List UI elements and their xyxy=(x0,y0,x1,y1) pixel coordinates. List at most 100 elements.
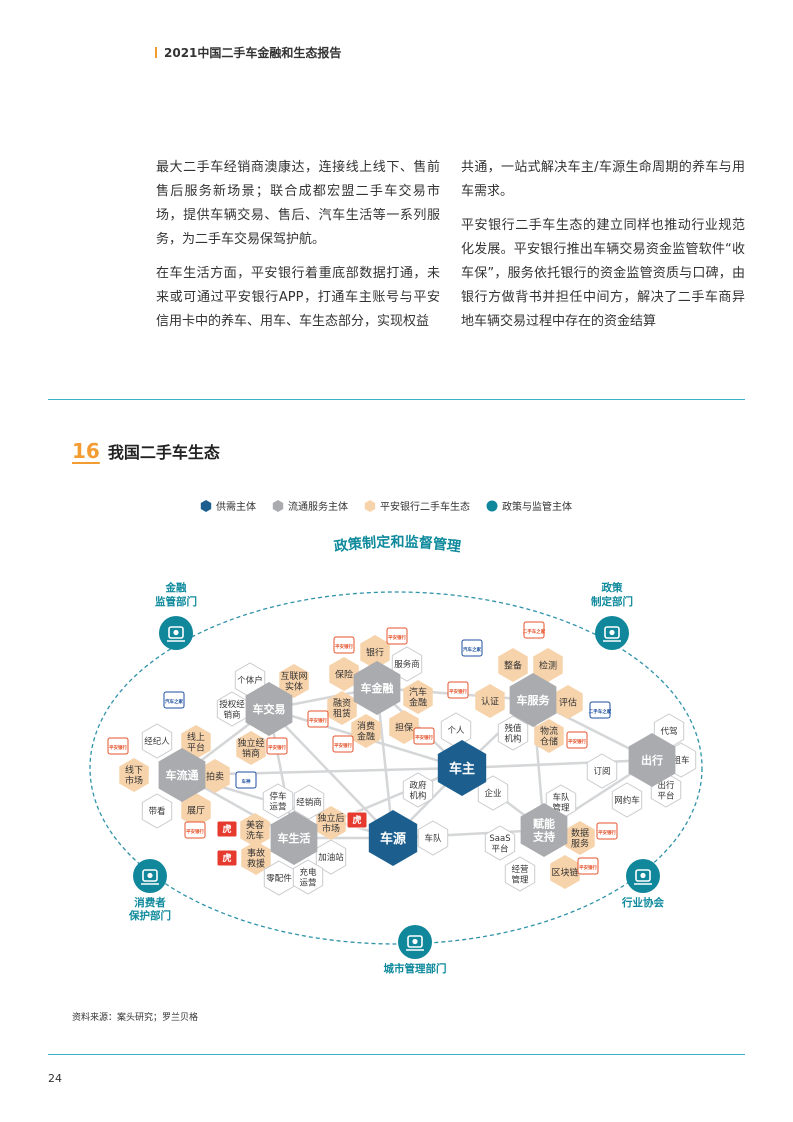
svg-text:平安银行: 平安银行 xyxy=(415,734,433,741)
node-label-line: 市场 xyxy=(322,823,340,835)
legend: 供需主体 流通服务主体 平安银行二手车生态 政策与监管主体 xyxy=(200,498,572,513)
node-label-line: 融资 xyxy=(333,698,351,709)
gray-node: 带看 xyxy=(141,793,173,829)
text-column-left: 最大二手车经销商澳康达，连接线上线下、售前售后服务新场景；联合成都宏盟二手车交易… xyxy=(156,156,440,344)
node-label-line: 汽车 xyxy=(409,686,427,698)
legend-item: 供需主体 xyxy=(200,498,256,513)
node-label-line: 美容 xyxy=(246,819,264,831)
node-label-line: 加油站 xyxy=(318,852,344,863)
authority-label: 行业协会 xyxy=(621,896,664,909)
arc-title: 政策制定和监督管理 xyxy=(333,533,462,555)
node-label-line: 数据 xyxy=(571,827,589,839)
finance-icon xyxy=(167,626,185,642)
node-label-line: 线下 xyxy=(125,764,143,776)
node-label-line: 授权经 xyxy=(219,699,245,710)
logo-badge-icon: 平安银行 xyxy=(266,737,288,755)
legend-item: 政策与监管主体 xyxy=(486,498,572,513)
peach-node: 检测 xyxy=(533,648,563,682)
node-label-line: 平台 xyxy=(491,843,508,854)
node-label-line: 线上 xyxy=(187,731,205,743)
node-label-line: 充电 xyxy=(299,867,317,878)
node-label-line: 机构 xyxy=(504,733,521,744)
paragraph: 平安银行二手车生态的建立同样也推动行业规范化发展。平安银行推出车辆交易资金监管软… xyxy=(461,218,745,329)
node-label-line: 物流 xyxy=(540,725,558,737)
owner-label: 车主 xyxy=(449,761,475,777)
node-label-line: 拍卖 xyxy=(206,770,224,782)
node-label-line: 机构 xyxy=(409,790,426,801)
node-label-line: 整备 xyxy=(504,659,522,671)
node-label-line: 银行 xyxy=(366,646,384,658)
node-label-line: 认证 xyxy=(481,695,499,707)
logo-badge-icon: 平安银行 xyxy=(577,857,599,875)
boundary-ellipse xyxy=(89,591,703,945)
svg-text:平安银行: 平安银行 xyxy=(335,643,353,650)
node-label-line: 车队 xyxy=(424,833,442,844)
svg-text:虎: 虎 xyxy=(222,852,231,864)
node-label-line: 救援 xyxy=(247,858,265,870)
authority-label: 政策 xyxy=(602,581,623,594)
authority-label: 金融 xyxy=(165,581,187,594)
figure-number: 16 xyxy=(72,439,100,463)
node-label-line: 消费 xyxy=(357,720,375,732)
node-label-line: 车流通 xyxy=(166,768,199,782)
node-label-line: 市场 xyxy=(125,775,143,787)
svg-text:二手车之家: 二手车之家 xyxy=(523,628,546,635)
gray-node: 经销商 xyxy=(293,784,325,820)
node-label-line: 管理 xyxy=(511,874,529,885)
divider-bottom xyxy=(48,1054,745,1055)
node-label-line: 经纪人 xyxy=(144,736,170,747)
node-label-line: 金融 xyxy=(357,731,375,743)
svg-text:二手车之家: 二手车之家 xyxy=(589,708,612,715)
paragraph: 最大二手车经销商澳康达，连接线上线下、售前售后服务新场景；联合成都宏盟二手车交易… xyxy=(156,160,440,247)
node-label-line: 车金融 xyxy=(361,681,394,695)
peach-node: 拍卖 xyxy=(200,759,230,793)
node-label-line: 残值 xyxy=(504,723,522,734)
hub-node: 车服务 xyxy=(509,673,557,727)
peach-nodes: 互联网实体银行保险汽车金融融资租赁消费金融担保整备检测认证评估物流仓储线上平台独… xyxy=(119,635,595,889)
node-label-line: 平台 xyxy=(657,790,674,801)
peach-node: 区块链 xyxy=(550,855,580,889)
hex-gray-icon xyxy=(272,499,284,512)
node-label-line: 销商 xyxy=(242,748,260,760)
logo-badge-icon: 平安银行 xyxy=(447,681,469,699)
hub-node: 出行 xyxy=(628,733,676,787)
gray-node: 经纪人 xyxy=(141,723,173,759)
node-label-line: 个体户 xyxy=(237,675,263,686)
node-label-line: 赋能 xyxy=(533,816,555,830)
svg-text:虎: 虎 xyxy=(352,814,361,826)
hub-node: 车金融 xyxy=(353,661,401,715)
gray-nodes: 个体户服务商授权经销商经纪人带看个人残值机构代驾租车订阅网约车出行平台企业车队管… xyxy=(141,646,697,896)
logo-badge-icon: 二手车之家 xyxy=(589,701,612,719)
svg-text:平安银行: 平安银行 xyxy=(334,742,352,749)
node-label-line: 经营 xyxy=(511,864,528,875)
node-label-line: 网约车 xyxy=(614,795,640,806)
node-label-line: 车服务 xyxy=(517,693,551,707)
source-note: 资料来源：案头研究；罗兰贝格 xyxy=(72,1013,199,1023)
svg-text:平安银行: 平安银行 xyxy=(579,864,597,871)
node-label-line: 平台 xyxy=(187,742,205,754)
node-label-line: 区块链 xyxy=(551,866,578,878)
logo-badge-icon: 平安银行 xyxy=(107,737,129,755)
gray-node: 网约车 xyxy=(611,782,643,818)
text-column-right: 共通，一站式解决车主/车源生命周期的养车与用车需求。 平安银行二手车生态的建立同… xyxy=(461,156,745,344)
source-node: 车源 xyxy=(368,810,418,866)
policy-icon xyxy=(603,626,621,642)
peach-node: 银行 xyxy=(360,635,390,669)
node-label-line: 保险 xyxy=(335,668,353,680)
authority-label: 城市管理部门 xyxy=(384,962,447,975)
svg-text:车神: 车神 xyxy=(242,778,251,785)
circle-teal-icon xyxy=(486,500,498,511)
hub-node: 车生活 xyxy=(270,811,318,865)
